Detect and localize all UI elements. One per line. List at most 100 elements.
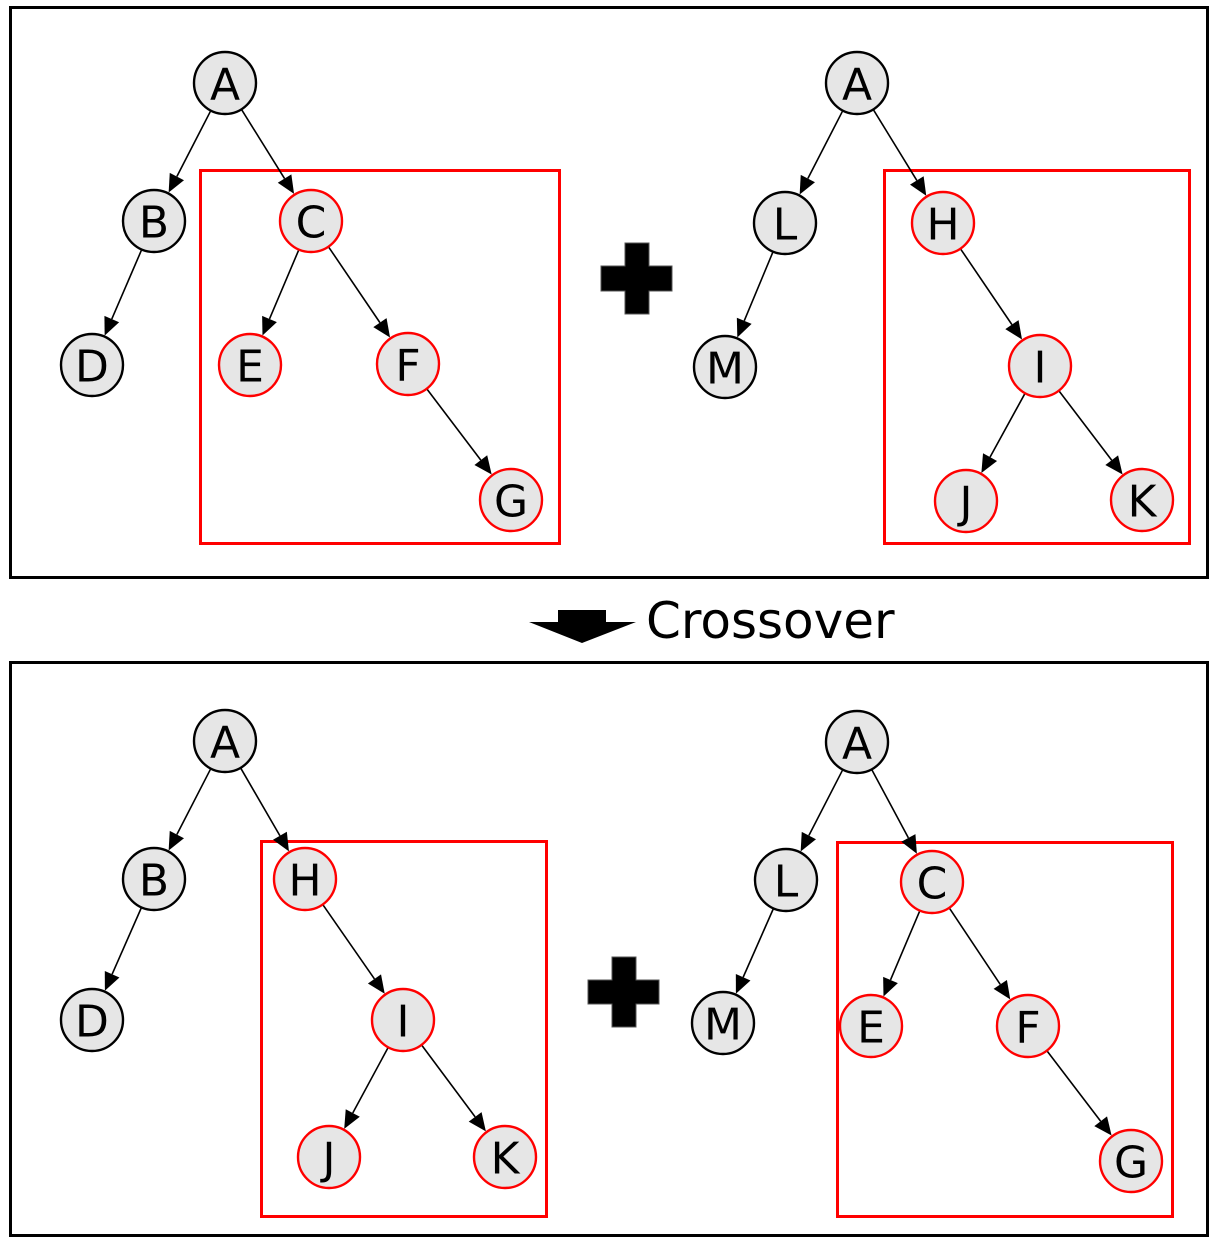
node-child-1-D: D [59,987,125,1053]
arrowhead-icon [273,831,289,852]
arrowhead-icon [373,318,391,338]
node-label: A [842,60,872,111]
edge-child-1-A-H [239,767,281,837]
arrowhead-icon [277,174,295,194]
parents-panel [9,6,1209,579]
node-label: D [75,997,109,1048]
child-1-subtree-box [260,840,548,1218]
node-circle [824,709,890,775]
node-label: H [926,200,959,251]
parent-2-subtree-box [883,169,1191,545]
edge-child-2-A-C [870,768,910,839]
node-child-2-A: A [824,709,890,775]
arrowhead-icon [735,974,751,994]
node-circle [933,468,999,534]
node-label: C [917,859,948,910]
edge-parent-1-A-C [240,108,286,179]
node-label: L [773,200,798,251]
node-circle [192,50,258,116]
node-label: I [1034,343,1047,394]
crossover-label: Crossover [646,592,895,650]
node-parent-1-A: A [192,50,258,116]
plus-icon [587,956,660,1028]
node-circle [121,188,187,254]
arrowhead-icon [800,831,816,852]
arrowhead-icon [799,174,815,195]
node-circle [1109,467,1175,533]
node-child-1-K: K [472,1124,538,1190]
arrowhead-icon [344,1109,360,1129]
node-label: A [842,719,872,770]
parent-1-subtree-box [199,169,561,545]
edge-parent-1-C-E [268,249,300,320]
node-label: B [139,198,169,249]
node-child-1-A: A [192,708,258,774]
node-label: M [704,1000,742,1051]
edge-parent-1-F-G [426,388,482,461]
node-label: K [491,1134,521,1185]
edge-child-1-I-K [420,1044,476,1118]
arrowhead-icon [910,176,927,196]
node-parent-2-K: K [1109,467,1175,533]
node-label: E [236,342,264,393]
node-label: D [75,342,109,393]
arrowhead-icon [1105,455,1123,475]
node-parent-1-G: G [478,467,544,533]
node-label: L [774,857,799,908]
node-circle [995,993,1061,1059]
edge-child-1-B-D [111,907,143,975]
node-circle [692,334,758,400]
arrowhead-icon [262,315,277,336]
node-label: F [395,341,420,392]
arrowhead-icon [168,830,184,851]
edge-parent-2-I-J [989,392,1026,458]
node-label: M [706,344,744,395]
node-label: E [857,1003,885,1054]
node-label: A [210,60,240,111]
node-circle [478,467,544,533]
node-parent-1-C: C [278,188,344,254]
node-parent-1-F: F [375,331,441,397]
edge-child-2-F-G [1046,1050,1102,1122]
arrowhead-icon [883,976,898,997]
edge-parent-1-A-B [176,110,212,177]
arrowhead-icon [468,1112,486,1132]
edge-child-1-A-B [176,768,212,835]
edge-child-1-H-I [322,903,376,980]
child-2-subtree-box [836,841,1174,1218]
node-child-2-G: G [1098,1128,1164,1194]
edge-parent-2-I-K [1058,390,1113,461]
arrowhead-icon [736,317,752,338]
node-label: J [957,478,973,529]
offspring-panel [9,661,1209,1237]
node-label: G [1114,1138,1148,1189]
node-circle [472,1124,538,1190]
node-circle [824,50,890,116]
edges-layer [104,108,1123,1136]
node-circle [192,708,258,774]
edge-parent-2-H-I [959,248,1013,326]
node-circle [690,990,756,1056]
arrowhead-icon [168,172,184,193]
arrowhead-icon [901,834,917,854]
edge-parent-2-A-H [872,108,918,181]
node-label: C [296,198,327,249]
node-label: K [1128,477,1158,528]
node-child-1-H: H [272,846,338,912]
node-child-2-C: C [899,849,965,915]
node-circle [838,993,904,1059]
edge-child-1-I-J [352,1046,389,1114]
arrowhead-icon [367,974,385,994]
node-circle [375,331,441,397]
node-circle [121,846,187,912]
edge-parent-1-B-D [111,249,143,320]
node-label: A [210,718,240,769]
node-circle [1098,1128,1164,1194]
edge-child-2-A-L [808,769,844,836]
node-child-2-F: F [995,993,1061,1059]
node-label: I [397,997,410,1048]
node-child-2-E: E [838,993,904,1059]
node-child-2-M: M [690,990,756,1056]
node-parent-1-B: B [121,188,187,254]
